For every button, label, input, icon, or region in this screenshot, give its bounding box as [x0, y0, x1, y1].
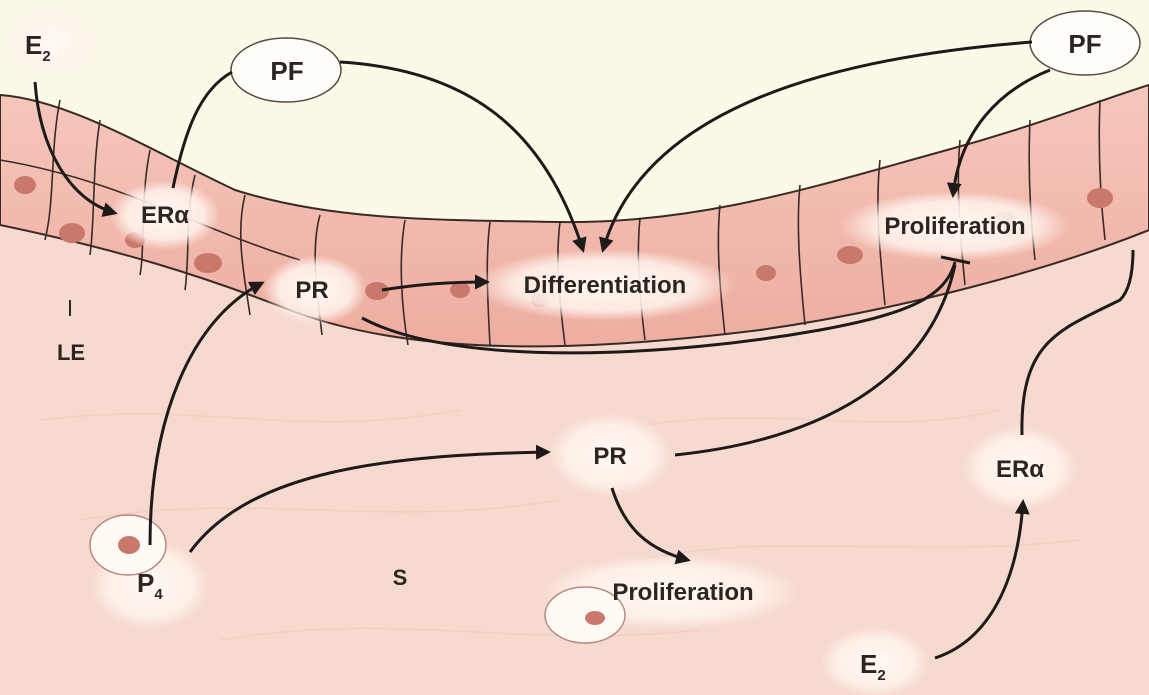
label-luminal-epithelium: LE [57, 340, 85, 365]
label-pr-stroma: PR [593, 443, 626, 470]
label-differentiation: Differentiation [524, 272, 687, 299]
label-er-alpha-stroma: ERα [996, 456, 1044, 483]
label-proliferation-epithelium: Proliferation [884, 213, 1025, 240]
label-er-alpha-epithelium: ERα [141, 202, 189, 229]
label-pf-right: PF [1068, 29, 1101, 59]
label-pf-left: PF [270, 56, 303, 86]
label-stroma: S [393, 565, 408, 590]
label-proliferation-stroma: Proliferation [612, 579, 753, 606]
label-pr-epithelium: PR [295, 277, 328, 304]
